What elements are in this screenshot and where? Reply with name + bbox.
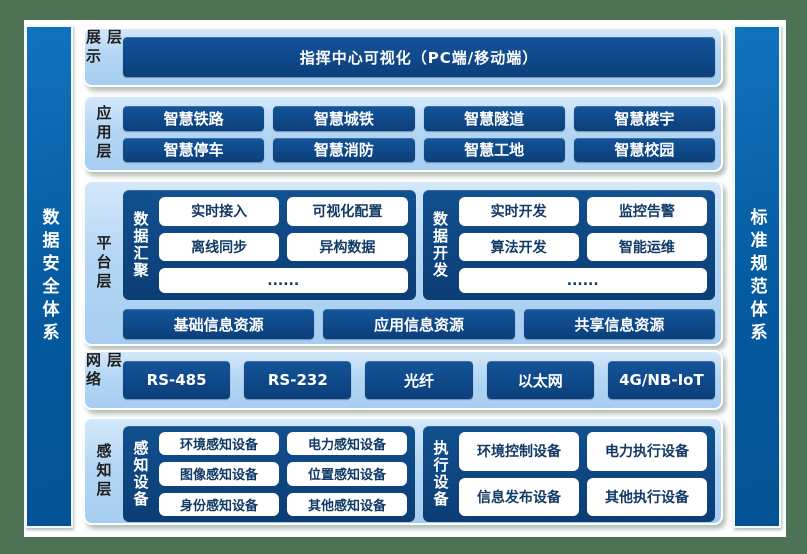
group-data-development-items: 实时开发 监控告警 算法开发 智能运维 ...... (458, 197, 707, 293)
pill-algorithm-dev: 算法开发 (458, 232, 579, 262)
pill-heterogeneous-data: 异构数据 (287, 232, 408, 262)
app-box-smart-tunnel: 智慧隧道 (423, 106, 565, 131)
pill-realtime-access: 实时接入 (159, 197, 280, 226)
platform-groups: 数据汇聚 实时接入 可视化配置 离线同步 异构数据 ...... 数据开发 (123, 190, 715, 300)
pillar-standards-label: 标准规范体系 (746, 207, 767, 346)
layer-display-label: 展示层 (84, 29, 123, 67)
net-box-4g-nbiot: 4G/NB-IoT (607, 361, 716, 399)
pill-intelligent-ops: 智能运维 (586, 232, 707, 262)
group-execution-devices: 执行设备 环境控制设备 电力执行设备 信息发布设备 其他执行设备 (423, 426, 715, 522)
group-execution-devices-title: 执行设备 (431, 440, 450, 508)
app-box-smart-campus: 智慧校园 (573, 137, 715, 162)
resource-basic-info: 基础信息资源 (123, 309, 315, 339)
net-box-rs485: RS-485 (123, 361, 231, 399)
group-data-aggregation: 数据汇聚 实时接入 可视化配置 离线同步 异构数据 ...... (123, 190, 416, 300)
pill-aggregation-more: ...... (159, 268, 408, 293)
layer-application-content: 智慧铁路 智慧城铁 智慧隧道 智慧楼宇 智慧停车 智慧消防 智慧工地 智慧校园 (123, 97, 715, 170)
pill-other-execution: 其他执行设备 (587, 477, 707, 516)
layer-perception-content: 感知设备 环境感知设备 电力感知设备 图像感知设备 位置感知设备 身份感知设备 … (123, 419, 715, 523)
resource-shared-info: 共享信息资源 (523, 309, 715, 339)
app-box-smart-building: 智慧楼宇 (573, 106, 715, 131)
app-box-smart-parking: 智慧停车 (123, 137, 265, 162)
group-sensing-devices: 感知设备 环境感知设备 电力感知设备 图像感知设备 位置感知设备 身份感知设备 … (123, 426, 415, 522)
group-execution-devices-items: 环境控制设备 电力执行设备 信息发布设备 其他执行设备 (459, 432, 707, 516)
pill-location-sensing: 位置感知设备 (287, 462, 407, 486)
pillar-standards: 标准规范体系 (733, 25, 781, 528)
pill-power-execution: 电力执行设备 (587, 432, 707, 471)
layer-platform-label: 平台层 (94, 234, 113, 292)
group-data-aggregation-items: 实时接入 可视化配置 离线同步 异构数据 ...... (159, 197, 408, 293)
layer-platform-content: 数据汇聚 实时接入 可视化配置 离线同步 异构数据 ...... 数据开发 (123, 182, 715, 344)
layer-display: 展示层 指挥中心可视化（PC端/移动端） (83, 27, 723, 87)
group-sensing-devices-items: 环境感知设备 电力感知设备 图像感知设备 位置感知设备 身份感知设备 其他感知设… (159, 432, 407, 516)
resource-application-info: 应用信息资源 (323, 309, 515, 339)
group-sensing-devices-title: 感知设备 (131, 440, 150, 508)
pill-env-sensing: 环境感知设备 (159, 432, 279, 456)
layer-application-label: 应用层 (94, 105, 113, 162)
app-box-smart-firefighting: 智慧消防 (273, 137, 415, 162)
app-box-smart-metro: 智慧城铁 (273, 106, 415, 131)
layer-network-content: RS-485 RS-232 光纤 以太网 4G/NB-IoT (123, 352, 716, 408)
pill-info-publish: 信息发布设备 (459, 477, 579, 516)
group-data-development: 数据开发 实时开发 监控告警 算法开发 智能运维 ...... (422, 190, 715, 300)
platform-resources: 基础信息资源 应用信息资源 共享信息资源 (123, 309, 715, 339)
net-box-ethernet: 以太网 (486, 361, 594, 399)
group-data-development-title: 数据开发 (431, 211, 449, 279)
pill-visual-config: 可视化配置 (287, 197, 408, 226)
layer-platform: 平台层 数据汇聚 实时接入 可视化配置 离线同步 异构数据 ...... (83, 180, 723, 346)
pill-monitor-alert: 监控告警 (586, 197, 707, 226)
group-data-aggregation-title: 数据汇聚 (131, 211, 150, 279)
pill-identity-sensing: 身份感知设备 (159, 492, 279, 516)
app-box-smart-railway: 智慧铁路 (123, 106, 265, 131)
pill-env-control: 环境控制设备 (459, 432, 579, 471)
layer-perception-label: 感知层 (94, 442, 113, 500)
diagram-inner-area: 数据安全体系 标准规范体系 展示层 指挥中心可视化（PC端/移动端） 应用层 智… (24, 20, 786, 537)
layer-network: 网络层 RS-485 RS-232 光纤 以太网 4G/NB-IoT (83, 350, 723, 410)
net-box-rs232: RS-232 (244, 361, 352, 399)
layer-application: 应用层 智慧铁路 智慧城铁 智慧隧道 智慧楼宇 智慧停车 智慧消防 智慧工地 智… (83, 95, 723, 172)
app-box-smart-site: 智慧工地 (423, 137, 565, 162)
pill-other-sensing: 其他感知设备 (287, 492, 407, 516)
layer-network-label: 网络层 (84, 352, 123, 390)
pillar-data-security-label: 数据安全体系 (38, 207, 59, 346)
command-center-box: 指挥中心可视化（PC端/移动端） (123, 37, 715, 77)
layer-display-content: 指挥中心可视化（PC端/移动端） (123, 29, 715, 85)
pill-offline-sync: 离线同步 (159, 232, 280, 262)
pillar-data-security: 数据安全体系 (25, 25, 73, 528)
net-box-fiber: 光纤 (365, 361, 473, 399)
pill-development-more: ...... (458, 268, 707, 293)
pill-realtime-dev: 实时开发 (458, 197, 579, 226)
pill-image-sensing: 图像感知设备 (159, 462, 279, 486)
layer-perception: 感知层 感知设备 环境感知设备 电力感知设备 图像感知设备 位置感知设备 身份感… (83, 417, 723, 525)
pill-power-sensing: 电力感知设备 (287, 432, 407, 456)
